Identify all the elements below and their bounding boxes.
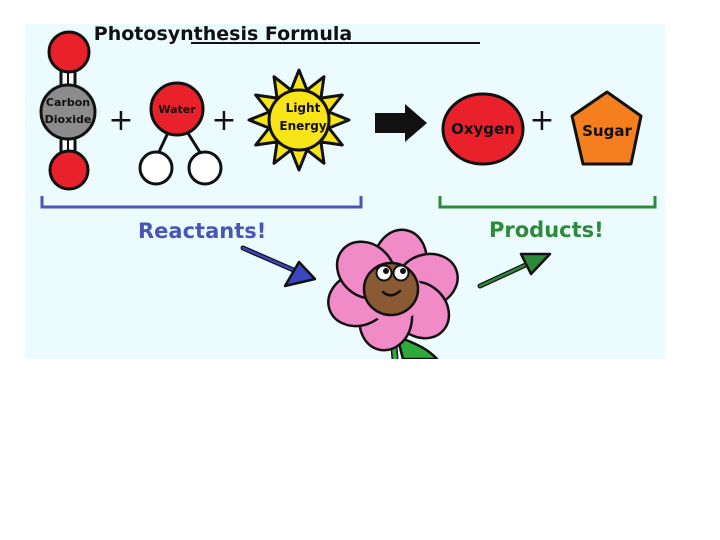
oxygen-atom-bottom — [48, 149, 90, 191]
hydrogen-atom-right — [187, 150, 223, 186]
yields-arrow-icon — [375, 104, 427, 142]
diagram-title: Photosynthesis Formula — [94, 24, 352, 45]
photosynthesis-diagram: Photosynthesis Formula Carbon Dioxide + … — [39, 24, 657, 359]
water-molecule: Water — [138, 81, 223, 186]
hydrogen-atom-left — [138, 150, 174, 186]
plus-sign-3: + — [529, 103, 554, 138]
oxygen-atom-top — [47, 30, 91, 74]
dioxide-label: Dioxide — [45, 113, 92, 126]
reactants-label: Reactants! — [138, 219, 266, 243]
reactants-arrow-icon — [240, 245, 317, 288]
carbon-label: Carbon — [46, 96, 90, 109]
oxygen-molecule — [441, 92, 525, 166]
water-label: Water — [158, 103, 196, 116]
energy-label: Energy — [279, 119, 326, 133]
reactants-bracket — [40, 196, 363, 209]
products-arrow-icon — [477, 252, 552, 289]
carbon-atom — [39, 83, 97, 141]
plus-sign-2: + — [211, 103, 236, 138]
sugar-pentagon-icon — [570, 90, 643, 166]
light-label: Light — [286, 101, 321, 115]
oxygen-label: Oxygen — [451, 120, 515, 138]
carbon-dioxide-molecule: Carbon Dioxide — [39, 30, 97, 191]
water-oxygen-atom — [149, 81, 205, 137]
plus-sign-1: + — [108, 103, 133, 138]
diagram-panel: Photosynthesis Formula Carbon Dioxide + … — [25, 24, 665, 359]
products-bracket — [438, 196, 657, 209]
sun-icon: Light Energy — [247, 68, 351, 172]
flower-character — [327, 228, 459, 359]
sugar-label: Sugar — [582, 122, 632, 140]
smile — [381, 289, 402, 297]
products-label: Products! — [489, 218, 604, 242]
